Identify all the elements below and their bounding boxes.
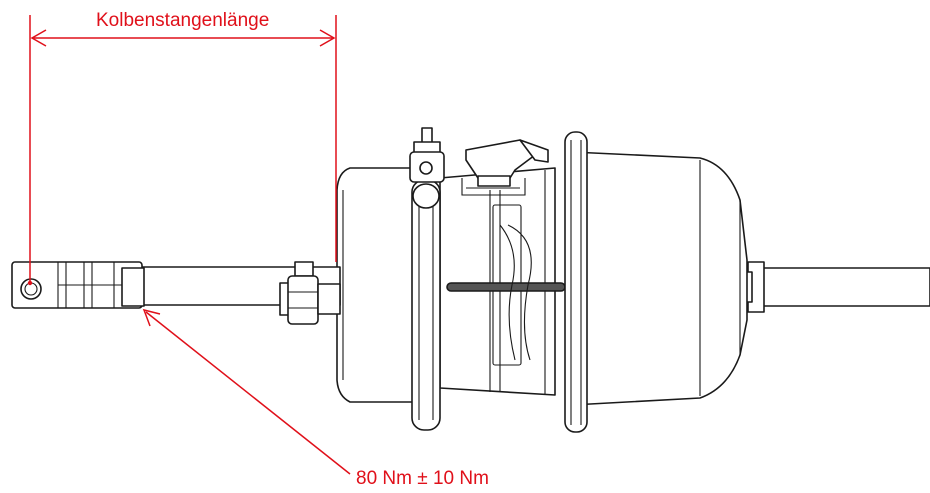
torque-leader-arrow: [142, 308, 351, 475]
middle-body: [439, 167, 566, 396]
top-port: [461, 139, 549, 196]
lock-nut: [279, 261, 341, 325]
torque-spec-label: 80 Nm ± 10 Nm: [356, 468, 489, 489]
length-dimension: [27, 15, 337, 286]
piston-rod-length-label: Kolbenstangenlänge: [96, 10, 270, 31]
rear-chamber: [571, 151, 748, 406]
front-clamp-ring: [409, 127, 445, 431]
rear-clamp-ring: [564, 131, 588, 433]
front-chamber: [336, 167, 421, 403]
rear-rod: [741, 261, 930, 313]
clevis-end: [11, 261, 145, 309]
